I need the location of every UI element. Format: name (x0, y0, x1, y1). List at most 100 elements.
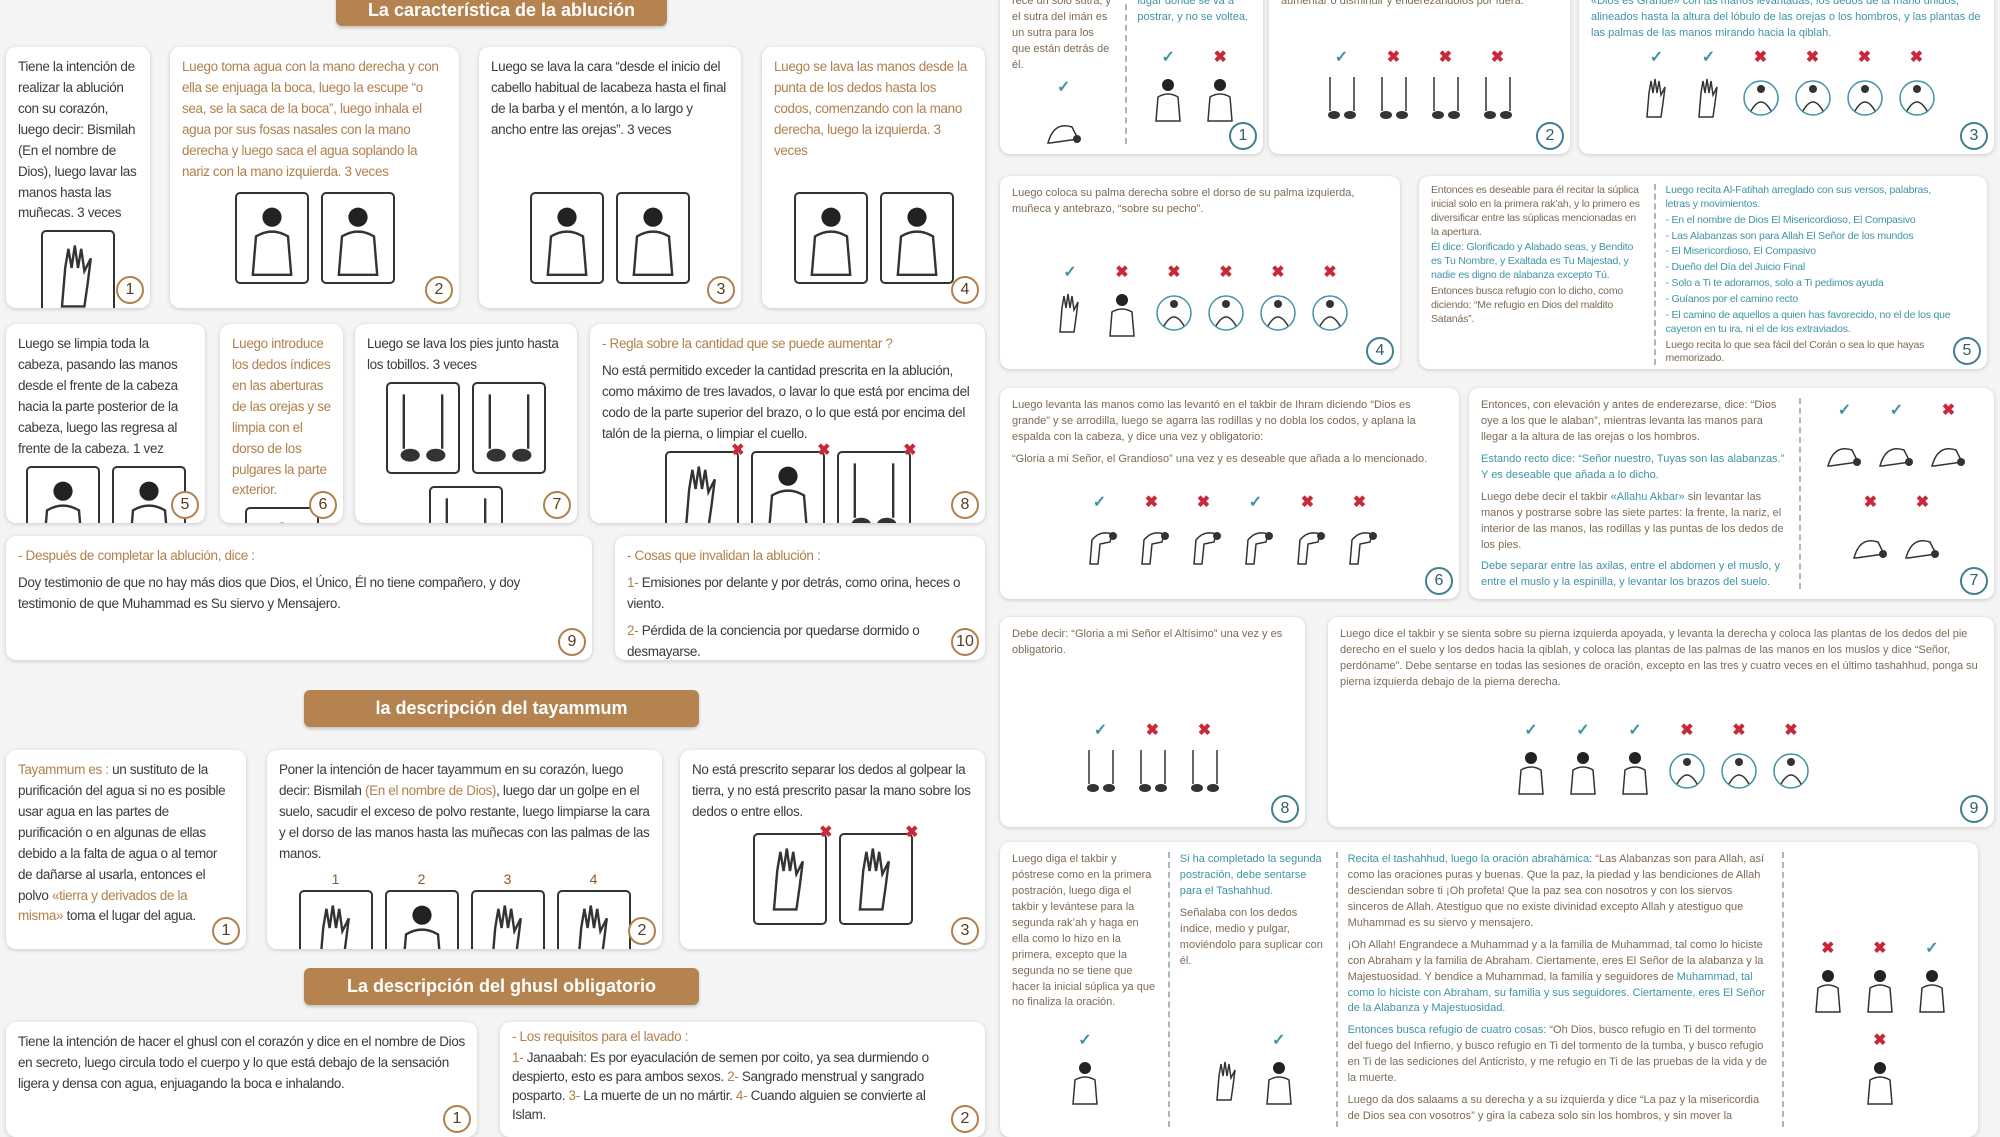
cross-icon: ✖ (1864, 495, 1877, 511)
illustration (616, 192, 690, 284)
illustration-row: ✖✖✖ (602, 451, 973, 523)
illustration-frame (1207, 1049, 1247, 1113)
text-segment: 1- (627, 575, 638, 590)
illustration-frame (794, 192, 868, 284)
step-number-badge: 8 (951, 491, 979, 519)
card-column: Debe decir: “Gloria a mi Señor el Altísi… (1012, 627, 1293, 817)
circle-detail-icon (1310, 281, 1350, 345)
paragraph: lugar donde se va a postrar, y no se vol… (1137, 0, 1251, 26)
step-number-badge: 2 (628, 917, 656, 945)
illustration: ✖ (1845, 50, 1885, 130)
illustration-row: ✓✖✖ (1012, 723, 1293, 817)
card-column: Luego se limpia toda la cabeza, pasando … (18, 334, 193, 513)
sitting-icon (1065, 1049, 1105, 1113)
card-columns: Poner la intención de hacer tayammum en … (279, 760, 650, 939)
cross-icon: ✖ (1213, 50, 1226, 66)
step-number-badge: 3 (707, 276, 735, 304)
illustration: ✖ (1132, 495, 1172, 575)
prostrate-icon (1824, 419, 1864, 483)
paragraph: Si ha completado la segunda postración, … (1180, 852, 1326, 900)
cross-icon: ✖ (1145, 495, 1158, 511)
step-number-badge: 9 (1960, 795, 1988, 823)
cross-icon: ✖ (905, 825, 918, 841)
illustration: ✖ (1206, 265, 1246, 345)
illustration: ✓ (1050, 265, 1090, 345)
cross-icon: ✖ (1821, 941, 1834, 957)
illustration: 4 (557, 871, 631, 949)
paragraph: 1- Janaabah: Es por eyaculación de semen… (512, 1049, 951, 1125)
check-icon: ✓ (1650, 50, 1663, 66)
step-number-badge: 5 (171, 491, 199, 519)
paragraph: - El Misericordioso, El Compasivo (1666, 245, 1954, 259)
illustration-frame (1154, 281, 1194, 345)
illustration: ✖ (1133, 723, 1173, 803)
text-segment: Debe separar entre las axilas, entre el … (1481, 560, 1780, 588)
card-column: Luego dice el takbir y se sienta sobre s… (1340, 627, 1982, 817)
cross-icon: ✖ (1784, 723, 1797, 739)
text-segment: 2- (627, 623, 638, 638)
sitting-front-icon (1860, 957, 1900, 1021)
card-pr6: Luego levanta las manos como las levantó… (1000, 388, 1459, 599)
paragraph: - Guíanos por el camino recto (1666, 293, 1954, 307)
prostrate-icon (1928, 419, 1968, 483)
text-segment: Luego levanta las manos como las levantó… (1012, 399, 1416, 443)
card-column: - Los requisitos para el lavado : 1- Jana… (512, 1028, 951, 1137)
illustration-row: ✓✓✓✖✖✖ (1340, 723, 1982, 817)
feet-icon (1478, 66, 1518, 130)
text-segment: - Después de completar la ablución, dice… (18, 548, 255, 563)
paragraph: No está prescrito separar los dedos al g… (692, 760, 973, 823)
card-columns: «Dios es Grande» con las manos levantada… (1591, 0, 1982, 144)
illustration: ✓ (1236, 495, 1276, 575)
hands-raised-icon (1689, 66, 1729, 130)
illustration-row: ✖✖ (692, 833, 973, 939)
illustration-frame (1206, 281, 1246, 345)
illustration-frame (235, 192, 309, 284)
paragraph: Luego dice el takbir y se sienta sobre s… (1340, 627, 1982, 691)
cross-icon: ✖ (1271, 265, 1284, 281)
illustration-frame (839, 833, 913, 925)
check-icon: ✓ (1702, 50, 1715, 66)
text-segment: - Guíanos por el camino recto (1666, 293, 1799, 305)
sitting-icon (1259, 1049, 1299, 1113)
illustration: ✖ (1719, 723, 1759, 803)
check-icon: ✓ (1628, 723, 1641, 739)
feet-back-icon (1133, 739, 1173, 803)
card-ty3: No está prescrito separar los dedos al g… (680, 750, 985, 949)
paragraph: Luego se limpia toda la cabeza, pasando … (18, 334, 193, 460)
text-segment: Debe decir: “Gloria a mi Señor el Altísi… (1012, 628, 1282, 656)
illustration-frame (1902, 511, 1942, 575)
card-ab4: Luego se lava las manos desde la punta d… (762, 47, 985, 308)
illustration-frame (1288, 511, 1328, 575)
card-column: Luego recita Al-Fatihah arreglado con su… (1654, 184, 1954, 365)
text-segment: No está prescrito separar los dedos al g… (692, 762, 971, 819)
illustration: ✖ (1478, 50, 1518, 130)
card-ab10: - Cosas que invalidan la ablución :1- Em… (615, 536, 985, 660)
paragraph: Luego se lava la cara “desde el inicio d… (491, 57, 729, 141)
illustration: ✖ (1860, 1033, 1900, 1113)
cross-icon: ✖ (1323, 265, 1336, 281)
step-label: 2 (418, 871, 426, 887)
card-pr4: Luego coloca su palma derecha sobre el d… (1000, 176, 1400, 369)
neck-icon (756, 456, 820, 523)
paragraph: - Los requisitos para el lavado : (512, 1028, 951, 1047)
illustration-frame (1200, 66, 1240, 130)
sitting-icon (1511, 739, 1551, 803)
paragraph: Tiene la intención de realizar la abluci… (18, 57, 138, 224)
circle-detail-icon (1154, 281, 1194, 345)
illustration: 1 (299, 871, 373, 949)
check-icon: ✓ (1890, 403, 1903, 419)
circle-detail-icon (1206, 281, 1246, 345)
text-segment: Luego introduce los dedos índices en las… (232, 336, 331, 497)
card-column: - Después de completar la ablución, dice… (18, 546, 580, 650)
bowing-icon (1184, 511, 1224, 575)
hands-raised-icon (1637, 66, 1677, 130)
cross-icon: ✖ (1910, 50, 1923, 66)
illustration: ✓ (1259, 1033, 1299, 1113)
card-column: Luego coloca su palma derecha sobre el d… (1012, 186, 1388, 359)
illustration: ✖ (1771, 723, 1811, 803)
cross-icon: ✖ (1806, 50, 1819, 66)
person-face-icon (621, 197, 685, 279)
card-pr1: rece un solo sutra, y el sutra del imán … (1000, 0, 1263, 154)
cross-icon: ✖ (1754, 50, 1767, 66)
illustration-row (182, 192, 447, 298)
